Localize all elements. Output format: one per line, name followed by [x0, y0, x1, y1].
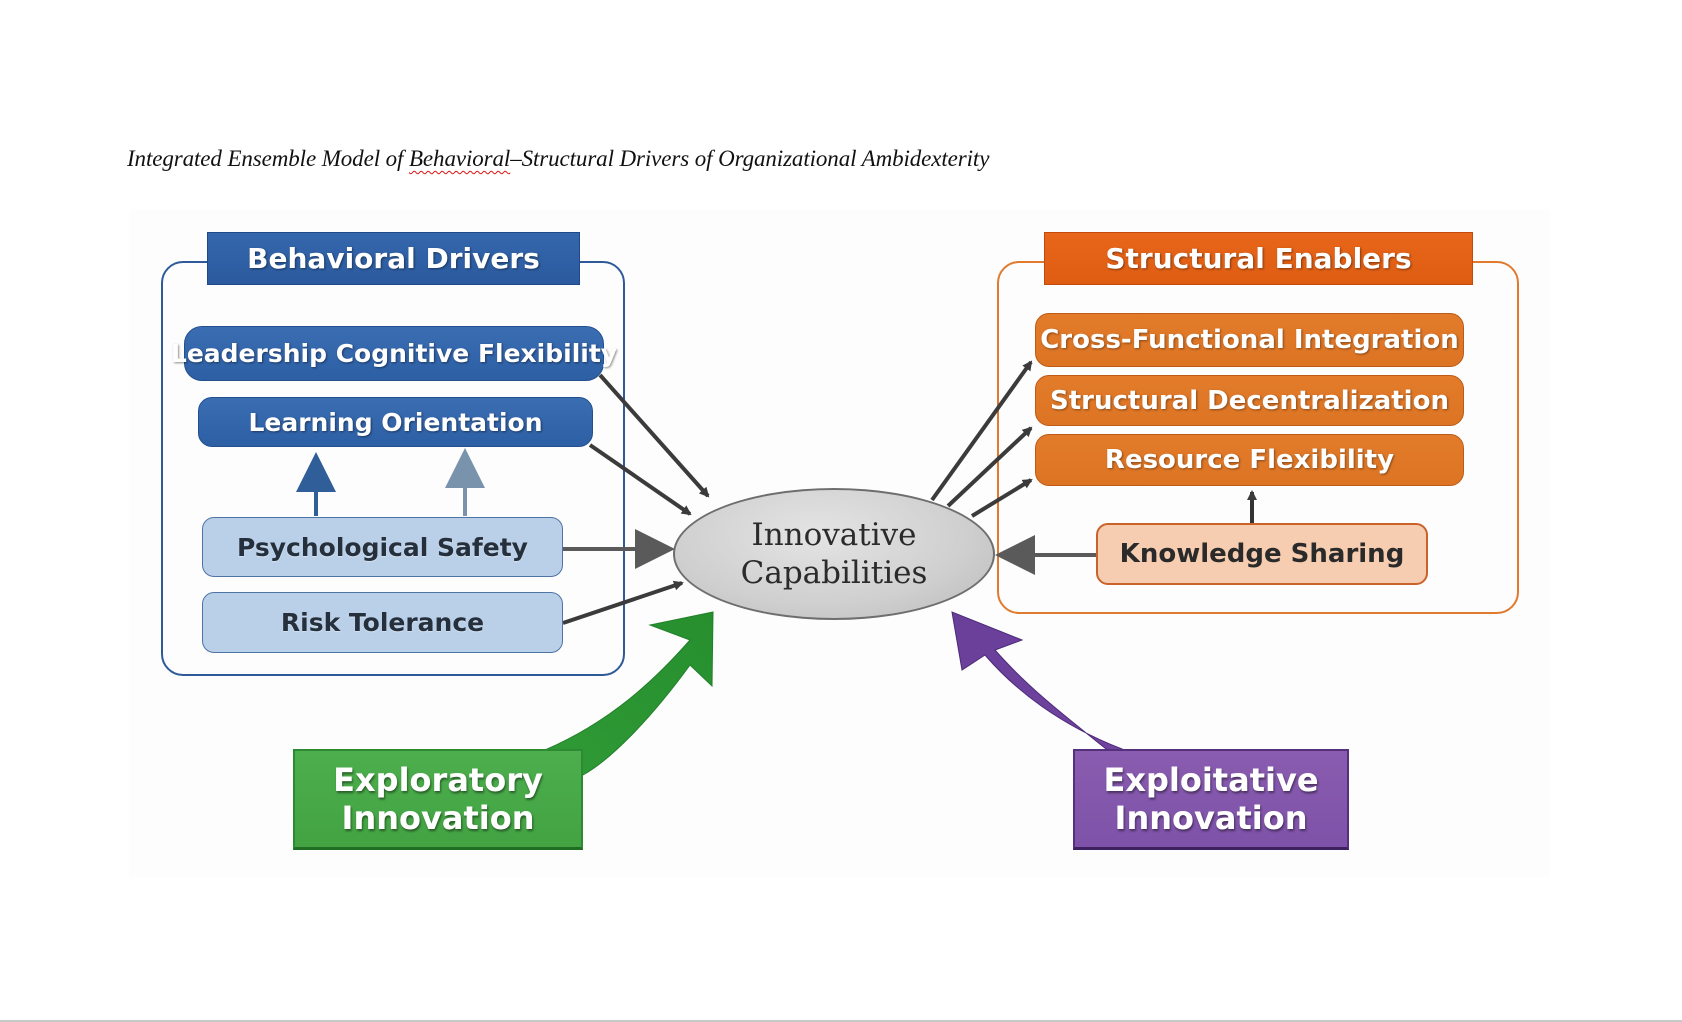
caption-prefix: Integrated Ensemble Model of	[127, 146, 409, 171]
edge-risk-to-center	[562, 580, 684, 625]
node-cross-functional-integration: Cross-Functional Integration	[1035, 313, 1464, 367]
behavioral-drivers-header: Behavioral Drivers	[207, 232, 580, 285]
center-line-2: Capabilities	[740, 555, 928, 591]
edge-center-to-cross-functional	[930, 360, 1033, 502]
figure-caption: Integrated Ensemble Model of Behavioral–…	[127, 146, 989, 172]
node-learning-orientation: Learning Orientation	[198, 397, 593, 447]
node-leadership-cognitive-flexibility: Leadership Cognitive Flexibility	[171, 326, 617, 381]
node-exploratory-innovation: Exploratory Innovation	[293, 749, 583, 850]
node-innovative-capabilities: Innovative Capabilities	[673, 488, 995, 620]
node-psychological-safety: Psychological Safety	[202, 517, 563, 577]
exploratory-curved-arrow	[543, 611, 714, 776]
edge-center-to-decentralization	[946, 426, 1033, 508]
page-bottom-divider	[0, 1020, 1682, 1022]
node-exploitative-innovation: Exploitative Innovation	[1073, 749, 1349, 850]
caption-spellcheck-word[interactable]: Behavioral	[408, 146, 511, 171]
caption-suffix: –Structural Drivers of Organizational Am…	[510, 146, 990, 171]
edge-leadership-to-center	[598, 373, 710, 498]
exploratory-line-2: Innovation	[341, 799, 535, 837]
exploitative-line-1: Exploitative	[1103, 761, 1319, 799]
exploitative-line-2: Innovation	[1114, 799, 1308, 837]
exploitative-curved-arrow	[951, 611, 1124, 781]
node-knowledge-sharing: Knowledge Sharing	[1096, 523, 1428, 585]
edge-center-to-resource-flex	[970, 478, 1033, 518]
structural-enablers-header: Structural Enablers	[1044, 232, 1473, 285]
edge-learning-to-center	[588, 443, 692, 516]
node-resource-flexibility: Resource Flexibility	[1035, 434, 1464, 486]
node-structural-decentralization: Structural Decentralization	[1035, 375, 1464, 426]
center-line-1: Innovative	[751, 517, 917, 553]
node-risk-tolerance: Risk Tolerance	[202, 592, 563, 653]
exploratory-line-1: Exploratory	[333, 761, 543, 799]
